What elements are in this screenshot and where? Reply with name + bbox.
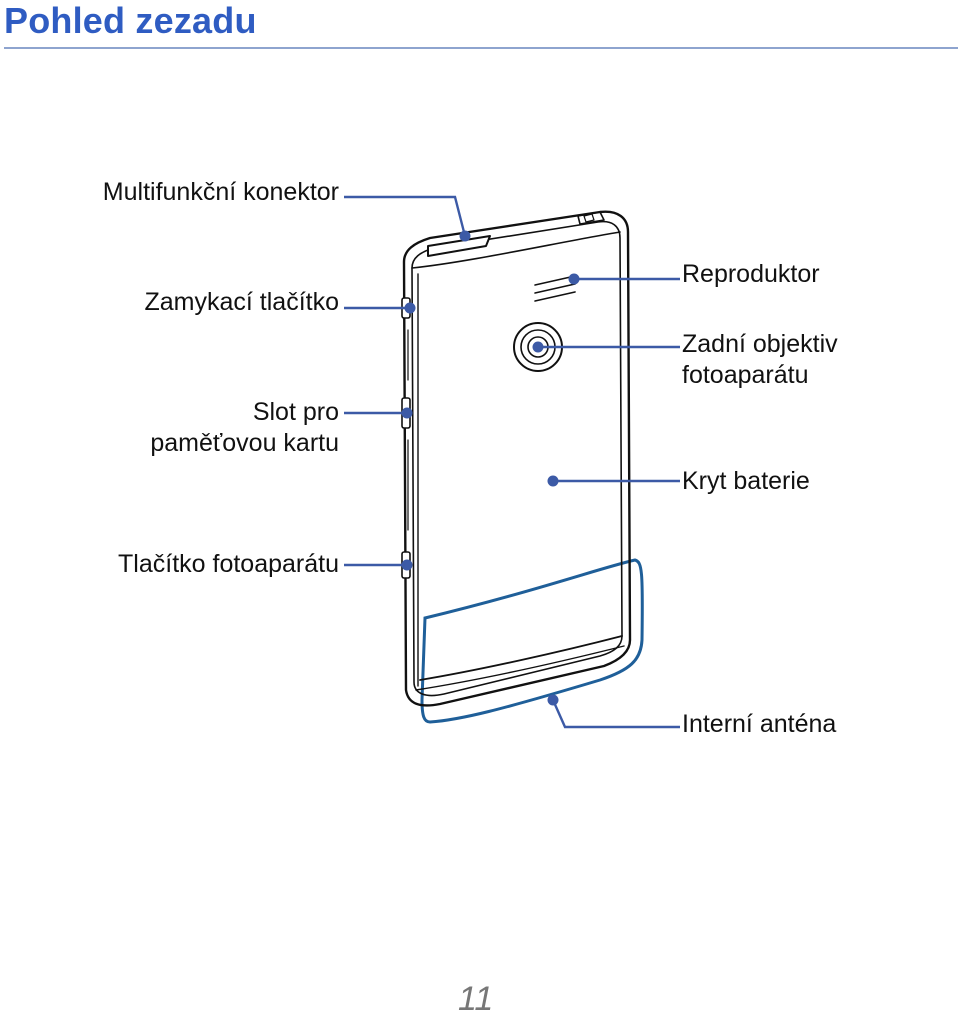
label-camera-button: Tlačítko fotoaparátu (118, 550, 339, 578)
page-title: Pohled zezadu (4, 0, 257, 41)
callout-antenna (551, 699, 680, 729)
callout-connector (344, 195, 467, 237)
phone-body (401, 210, 632, 707)
callout-lines (344, 195, 680, 729)
dot-antenna (547, 694, 559, 706)
page-number: 11 (458, 980, 494, 1018)
dot-camera-button (401, 559, 413, 571)
dot-speaker (568, 273, 580, 285)
antenna-outline (420, 558, 644, 724)
label-internal-antenna: Interní anténa (682, 710, 837, 738)
dot-memory-slot (401, 407, 413, 419)
dot-battery (547, 475, 559, 487)
dot-lock (404, 302, 416, 314)
dot-connector (459, 230, 471, 242)
label-rear-lens-line2: fotoaparátu (682, 361, 809, 389)
label-memory-slot-line1: Slot pro (252, 398, 339, 426)
title-rule (4, 47, 958, 49)
label-rear-lens-line1: Zadní objektiv (682, 330, 838, 358)
label-battery-cover: Kryt baterie (682, 467, 810, 495)
label-memory-slot-line2: paměťovou kartu (150, 429, 339, 457)
label-lock-button: Zamykací tlačítko (144, 288, 340, 316)
label-multifunction-connector: Multifunkční konektor (102, 178, 339, 206)
dot-lens (532, 341, 544, 353)
callout-dots (401, 230, 580, 706)
label-speaker: Reproduktor (682, 260, 820, 288)
